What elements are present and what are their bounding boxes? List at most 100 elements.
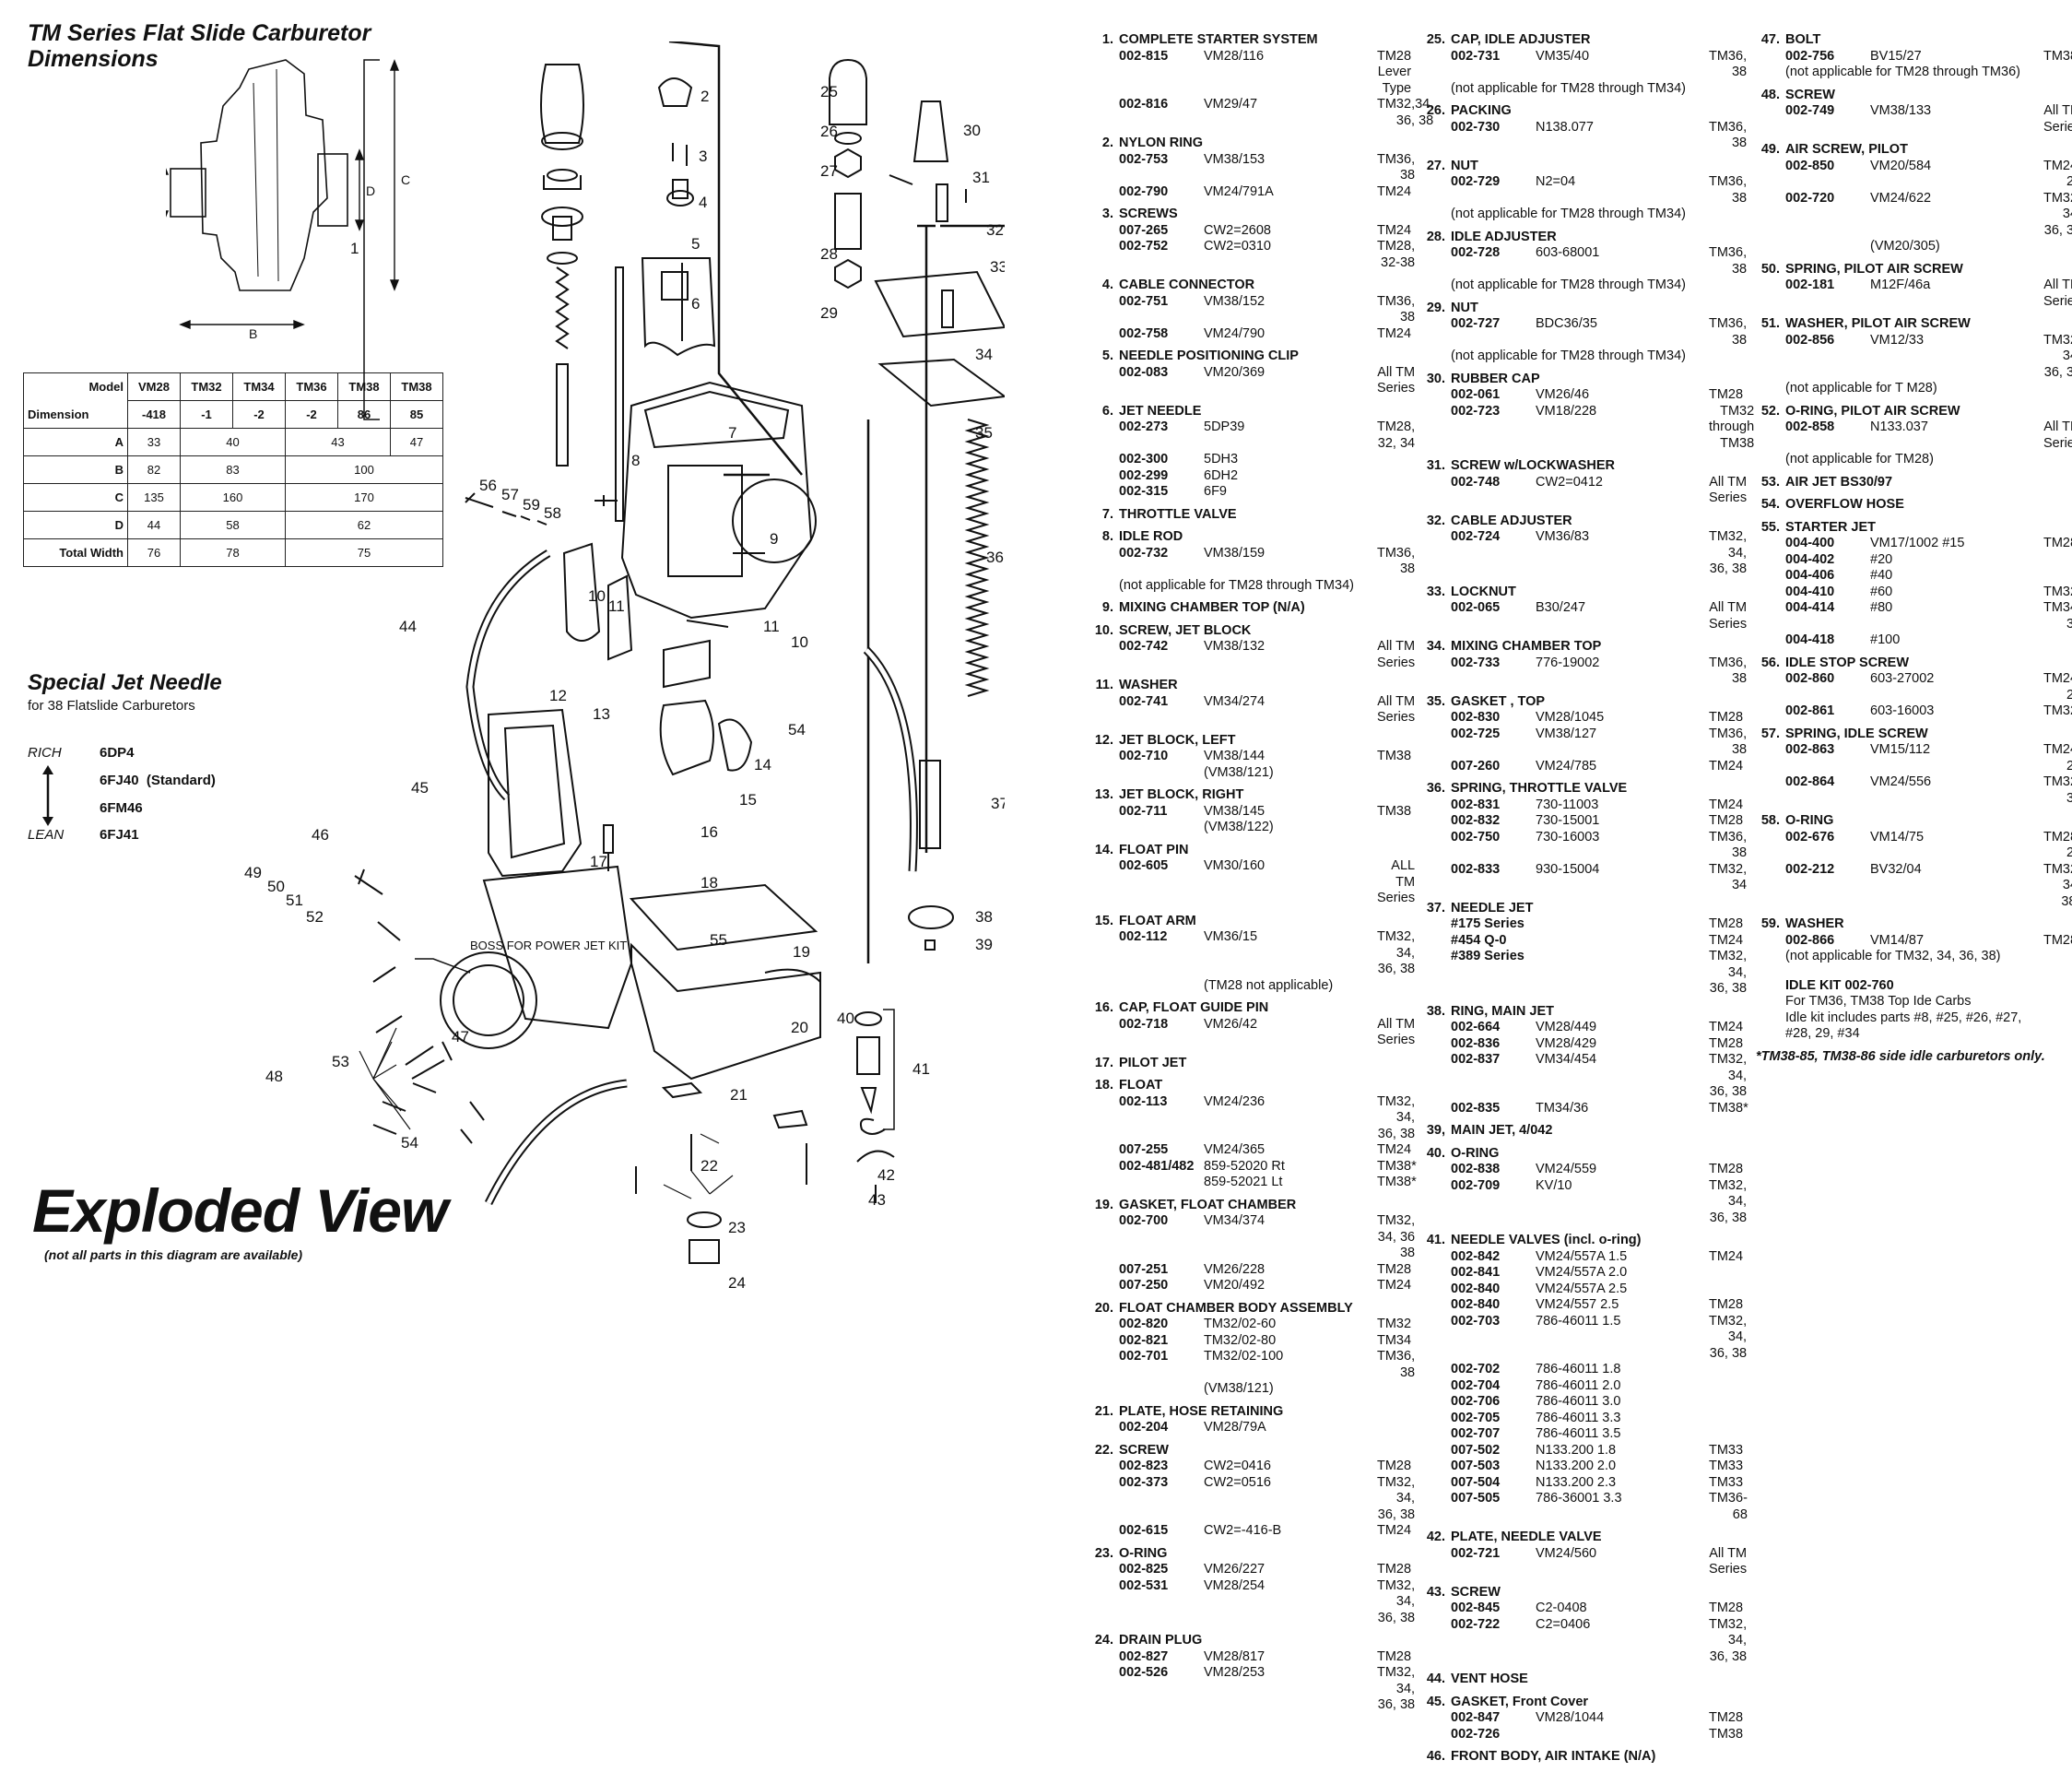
part-name: SCREW [1119,1442,1169,1458]
part-ref: CW2=2608 [1204,222,1271,238]
part-model: TM32, 34 [2043,774,2072,806]
part-heading: 2.NYLON RING [1089,136,1384,152]
part-code: 002-721 [1451,1545,1501,1561]
part-line: (VM38/122) [1089,820,1384,836]
part-model: TM28, 24 [2043,829,2072,861]
callout-3: 3 [699,148,707,165]
part-model: TM28 [1377,1562,1412,1577]
part-model: TM24 [1377,1142,1412,1157]
part-ref: 6F9 [1204,484,1227,499]
part-line: (VM38/121) [1089,1381,1384,1398]
part-name: O-RING, PILOT AIR SCREW [1785,403,1960,419]
part-note: (not applicable for TM28 through TM34) [1451,80,1686,96]
part-number: 6. [1101,403,1113,419]
part-model [1709,1282,1716,1298]
part-code: 002-863 [1785,742,1835,757]
part-heading: 51.WASHER, PILOT AIR SCREW [1756,316,2051,333]
part-name: FLOAT [1119,1078,1163,1093]
part-ref: BV32/04 [1870,861,1922,877]
part-code: 002-861 [1785,703,1835,718]
exploded-view-title: Exploded View [32,1176,448,1245]
part-heading: 8.IDLE ROD [1089,529,1384,546]
part-heading: 33.LOCKNUT [1421,585,1716,601]
part-model [1709,1362,1716,1378]
part-ref: (VM38/122) [1204,820,1274,834]
callout-55: 55 [710,931,727,949]
part-number: 42. [1426,1530,1445,1544]
part-ref: TM32/02-60 [1204,1317,1277,1331]
part-number: 21. [1094,1403,1113,1419]
part-code: 002-732 [1119,545,1169,561]
part-name: CABLE CONNECTOR [1119,278,1255,292]
part-number: 10. [1094,622,1113,638]
part-model: TM38* [1377,1175,1417,1189]
callout-2: 2 [700,88,709,105]
callout-54b: 54 [401,1134,418,1152]
part-code: 002-841 [1451,1265,1501,1280]
part-name: WASHER [1785,916,1844,931]
part-model: TM24, 28 [2043,742,2072,774]
part-code: 002-718 [1119,1016,1169,1032]
callout-52: 52 [306,908,324,926]
part-ref: #100 [1870,632,1901,647]
part-heading: 23.O-RING [1089,1546,1384,1563]
part-code [1119,1381,1204,1398]
part-code: 002-749 [1785,103,1835,118]
part-heading: 41.NEEDLE VALVES (incl. o-ring) [1421,1233,1716,1249]
part-code: 002-730 [1451,119,1501,135]
part-number: 31. [1426,458,1445,473]
table-row: B 82 83 100 [23,455,443,484]
part-heading: 44.VENT HOSE [1421,1672,1716,1688]
part-ref: VM14/87 [1870,932,1925,948]
part-heading: 29.NUT [1421,301,1716,317]
part-code: 002-815 [1119,48,1169,64]
part-heading: 7.THROTTLE VALVE [1089,507,1384,524]
part-number: 30. [1426,371,1445,386]
part-name: SCREW [1451,1584,1501,1600]
part-number: 3. [1101,207,1113,221]
part-heading: 49.AIR SCREW, PILOT [1756,142,2051,159]
part-model: TM28 [1377,1261,1412,1277]
part-code: 002-709 [1451,1177,1501,1193]
part-code: #389 Series [1451,949,1525,963]
part-number: 2. [1101,136,1113,150]
part-code: 002-741 [1119,693,1169,709]
part-name: PILOT JET [1119,1055,1187,1070]
part-ref: 786-46011 1.5 [1536,1313,1621,1329]
part-model: TM28 [2043,536,2072,550]
callout-5: 5 [691,235,700,253]
part-ref: #80 [1870,600,1893,615]
part-note: (not applicable for T M28) [1785,381,1937,396]
part-code: 002-676 [1785,829,1835,845]
part-code: 002-300 [1119,452,1169,467]
part-model: TM34, 36 [2043,600,2072,632]
part-code: 002-723 [1451,403,1501,419]
part-code: 007-260 [1451,758,1501,774]
part-ref: VM35/40 [1536,48,1590,64]
callout-30: 30 [963,122,981,139]
callout-28: 28 [820,245,838,263]
